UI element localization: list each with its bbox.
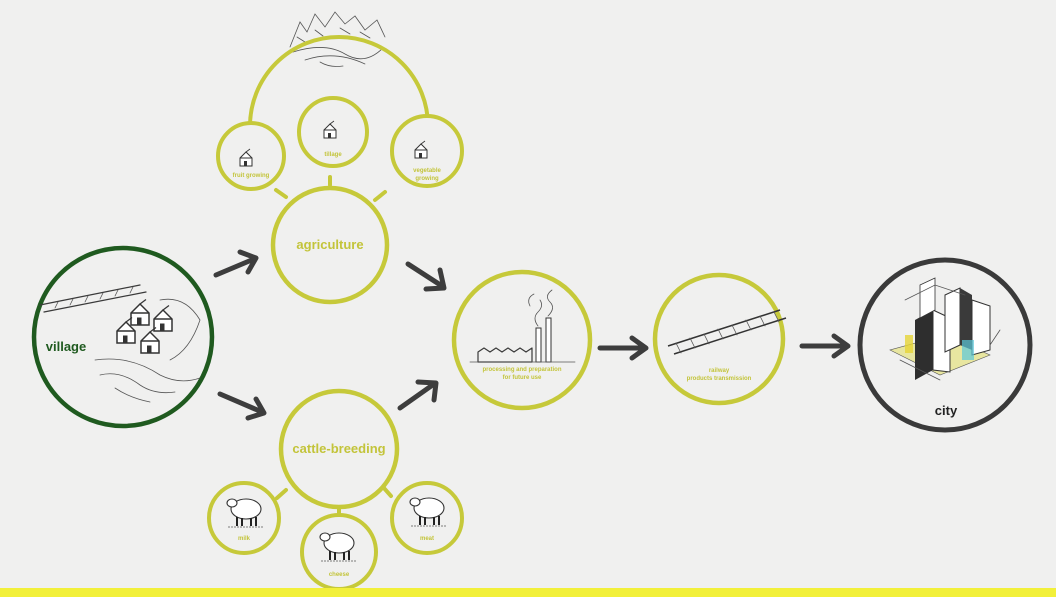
vegetable-growing-label-2: growing — [415, 176, 439, 182]
milk-node: milk — [207, 481, 281, 555]
agriculture-spokes — [274, 175, 387, 202]
city-buildings-icon — [889, 277, 1001, 381]
meat-label: meat — [420, 536, 434, 542]
processing-label-2: for future use — [503, 375, 542, 381]
arrow-agriculture-to-processing — [405, 261, 447, 292]
arrow-village-to-cattle — [217, 391, 267, 421]
city-label: city — [935, 403, 958, 418]
factory-icon — [469, 289, 576, 363]
cheese-label: cheese — [329, 572, 350, 578]
processing-label-1: processing and preparation — [482, 367, 561, 373]
arrow-cattle-to-processing — [397, 379, 439, 411]
arrow-village-to-agriculture — [213, 249, 259, 278]
vegetable-growing-node: vegetable growing — [390, 114, 464, 188]
railway-node: railway products transmission — [652, 272, 787, 406]
bottom-accent-bar — [0, 588, 1056, 597]
landscape-sketch-icon — [289, 11, 386, 67]
agriculture-label: agriculture — [296, 237, 363, 252]
agriculture-node: agriculture — [270, 185, 390, 305]
cheese-node: cheese — [300, 513, 378, 591]
tillage-node: tillage — [297, 96, 369, 168]
arrow-processing-to-railway — [597, 335, 649, 361]
cattle-breeding-label: cattle-breeding — [292, 441, 385, 456]
village-sketch-icon — [39, 284, 201, 403]
arrow-railway-to-city — [799, 333, 851, 359]
milk-label: milk — [238, 536, 251, 542]
fruit-growing-label: fruit growing — [233, 173, 270, 179]
meat-node: meat — [390, 481, 464, 555]
railway-label-1: railway — [709, 368, 730, 374]
fruit-growing-node: fruit growing — [216, 121, 286, 191]
railway-track-icon — [667, 309, 787, 355]
city-node: city — [857, 257, 1033, 433]
tillage-label: tillage — [324, 152, 342, 158]
processing-node: processing and preparation for future us… — [451, 269, 593, 411]
village-label: village — [46, 339, 86, 354]
cattle-breeding-node: cattle-breeding — [278, 388, 400, 510]
village-node: village — [31, 245, 215, 429]
vegetable-growing-label-1: vegetable — [413, 168, 441, 174]
agriculture-sub-arc — [248, 35, 430, 127]
railway-label-2: products transmission — [687, 376, 752, 382]
